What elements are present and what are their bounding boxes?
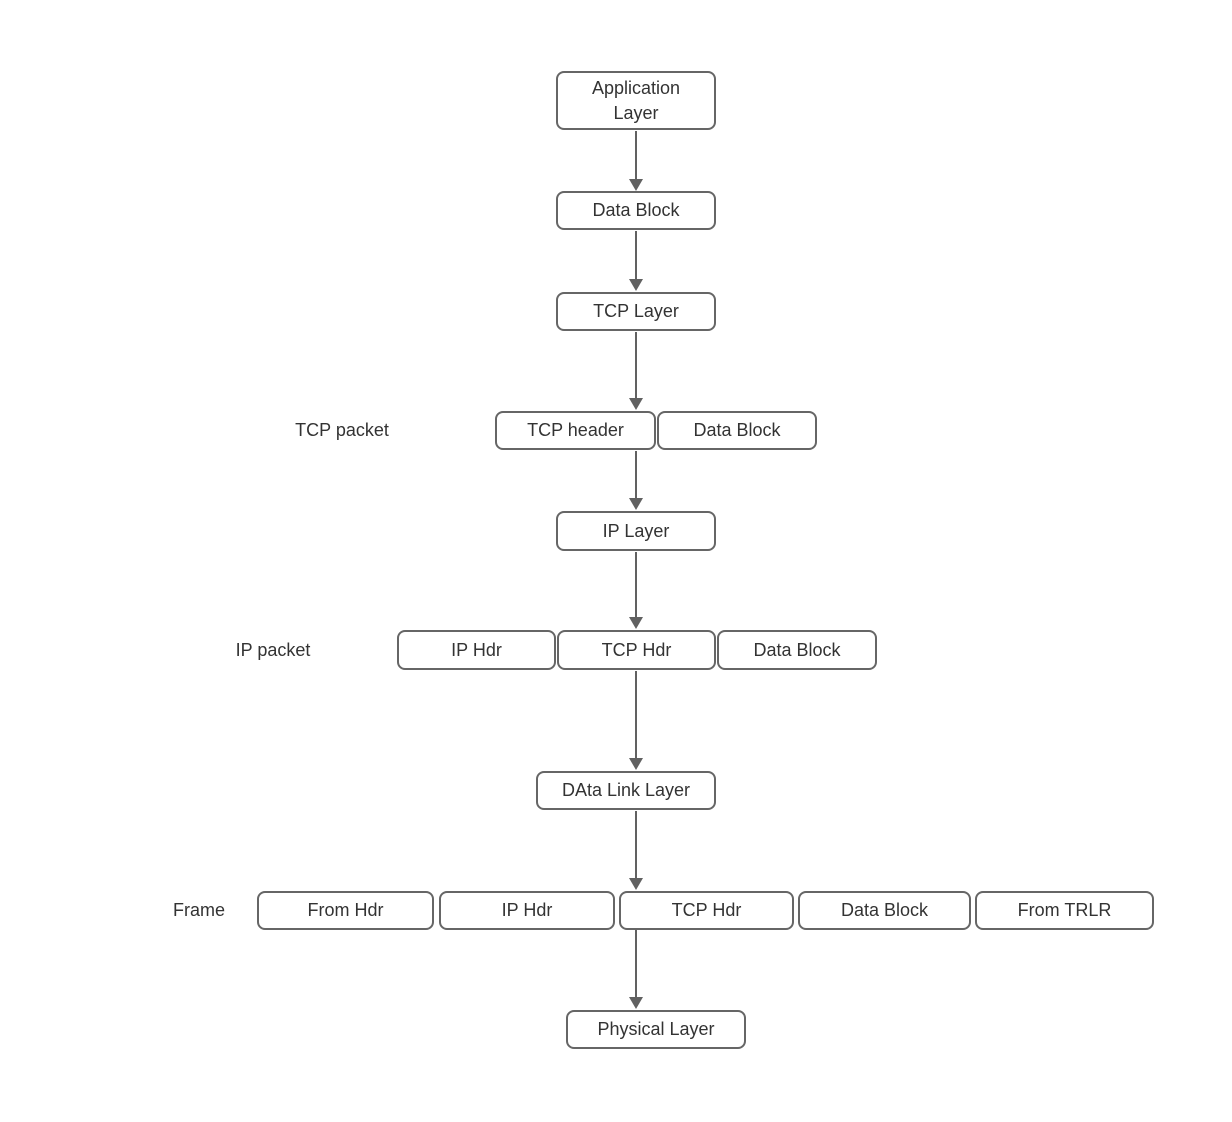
arrow-application-to-datablock	[629, 131, 643, 191]
arrow-head	[629, 617, 643, 629]
arrow-line	[635, 811, 637, 878]
node-tcp-hdr: TCP Hdr	[557, 630, 716, 670]
arrow-line	[635, 552, 637, 617]
arrow-tcplayer-to-tcppacket	[629, 332, 643, 410]
node-data-block-top: Data Block	[556, 191, 716, 230]
arrow-datalink-to-frame	[629, 811, 643, 890]
node-label: DAta Link Layer	[561, 780, 691, 800]
node-ip-layer: IP Layer	[556, 511, 716, 551]
arrow-head	[629, 398, 643, 410]
node-ip-hdr: IP Hdr	[397, 630, 556, 670]
arrow-line	[635, 332, 637, 398]
arrow-line	[635, 671, 637, 758]
node-label: IP Layer	[602, 520, 670, 541]
arrow-datablock-to-tcplayer	[629, 231, 643, 291]
node-label: Data Block	[753, 639, 841, 660]
label-ip-packet: IP packet	[235, 640, 311, 660]
node-frame-ip-hdr: IP Hdr	[439, 891, 615, 930]
node-label: Data Block	[693, 420, 781, 440]
arrow-line	[635, 930, 637, 997]
node-label: Physical Layer	[597, 1019, 715, 1039]
node-label: From Hdr	[307, 900, 384, 920]
arrow-head	[629, 179, 643, 191]
label-tcp-packet: TCP packet	[295, 420, 389, 440]
node-frame-tcp-hdr: TCP Hdr	[619, 891, 794, 930]
node-label: From TRLR	[1017, 900, 1112, 920]
node-label: TCP header	[527, 420, 624, 440]
arrow-head	[629, 997, 643, 1009]
node-tcp-layer: TCP Layer	[556, 292, 716, 331]
node-label: Data Block	[840, 900, 929, 920]
arrow-head	[629, 758, 643, 770]
arrow-tcppacket-to-iplayer	[629, 451, 643, 510]
node-label: TCP Layer	[593, 301, 679, 321]
arrow-line	[635, 451, 637, 498]
node-tcp-header: TCP header	[495, 411, 656, 450]
node-frame-from-hdr: From Hdr	[257, 891, 434, 930]
arrow-line	[635, 231, 637, 279]
arrow-head	[629, 498, 643, 510]
label-frame: Frame	[172, 900, 225, 920]
node-data-block-tcp-packet: Data Block	[657, 411, 817, 450]
node-label: TCP Hdr	[601, 639, 672, 660]
arrow-frame-to-physical	[629, 930, 643, 1009]
arrow-ippacket-to-datalink	[629, 671, 643, 770]
node-label: Application Layer	[591, 77, 681, 123]
arrow-line	[635, 131, 637, 179]
node-data-block-ip-packet: Data Block	[717, 630, 877, 670]
node-physical-layer: Physical Layer	[566, 1010, 746, 1049]
node-data-link-layer: DAta Link Layer	[536, 771, 716, 810]
node-frame-data-block: Data Block	[798, 891, 971, 930]
arrow-iplayer-to-ippacket	[629, 552, 643, 629]
node-label: IP Hdr	[501, 900, 553, 920]
node-label: Data Block	[592, 200, 680, 220]
arrow-head	[629, 878, 643, 890]
node-frame-from-trlr: From TRLR	[975, 891, 1154, 930]
arrow-head	[629, 279, 643, 291]
node-label: TCP Hdr	[671, 900, 742, 920]
node-label: IP Hdr	[451, 639, 502, 660]
node-application-layer: Application Layer	[556, 71, 716, 130]
